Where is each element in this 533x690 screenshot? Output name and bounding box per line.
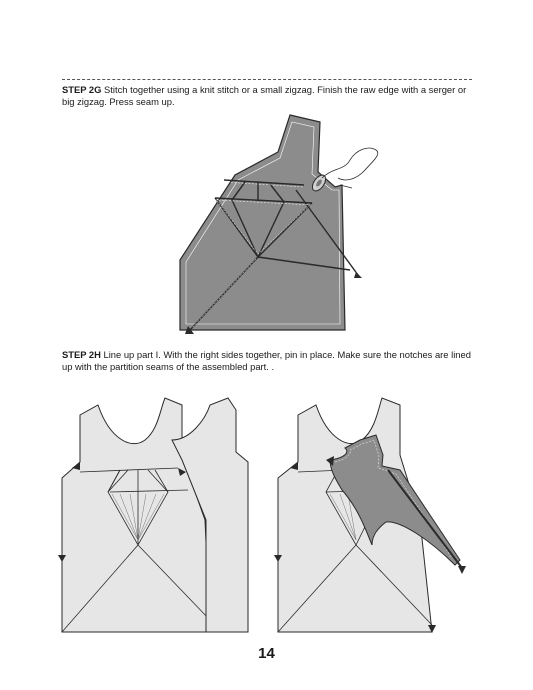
page-number: 14: [258, 645, 275, 662]
step-2g-text: Stitch together using a knit stitch or a…: [62, 84, 467, 108]
right-part-i-overlay: [326, 434, 466, 574]
step-2h-instruction: STEP 2H Line up part I. With the right s…: [62, 349, 477, 373]
step-2h-text: Line up part I. With the right sides tog…: [62, 349, 471, 373]
step-2h-label: STEP 2H: [62, 349, 101, 360]
step-2g-instruction: STEP 2G Stitch together using a knit sti…: [62, 84, 477, 108]
step-2g-label: STEP 2G: [62, 84, 102, 95]
assembled-part: [179, 114, 362, 334]
left-assembled-part: [58, 397, 214, 633]
dashed-divider: [62, 79, 472, 80]
left-part-i: [171, 397, 249, 633]
needle-thread-icon: [311, 147, 379, 192]
